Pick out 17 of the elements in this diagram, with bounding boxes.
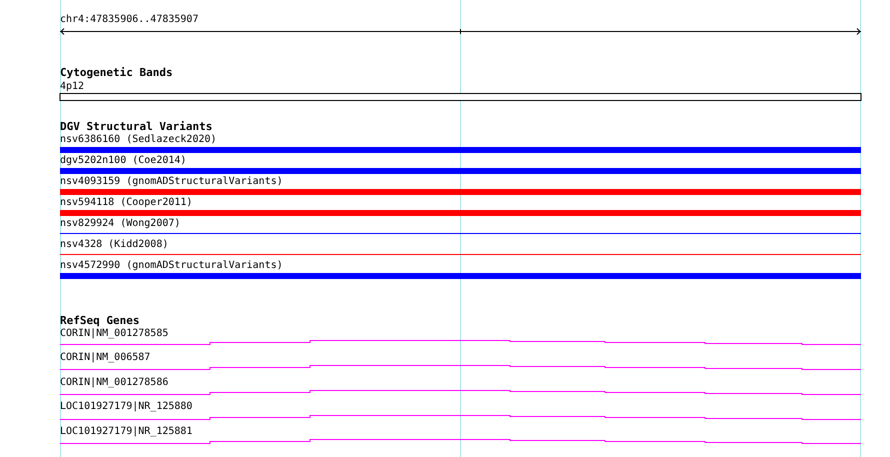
feature-label: nsv4572990 (gnomADStructuralVariants) [60,260,283,272]
feature-label: nsv4328 (Kidd2008) [60,239,168,251]
feature-label: nsv829924 (Wong2007) [60,218,180,230]
gene-label: LOC101927179|NR_125881 [60,426,192,438]
feature-label: nsv4093159 (gnomADStructuralVariants) [60,176,283,188]
gene-label: CORIN|NM_006587 [60,352,150,364]
ruler-label: chr4:47835906..47835907 [60,14,198,26]
track-title: RefSeq Genes [60,315,140,327]
track-title: Cytogenetic Bands [60,67,173,79]
track-title: DGV Structural Variants [60,121,212,133]
band-label: 4p12 [60,81,84,93]
feature-label: dgv5202n100 (Coe2014) [60,155,186,167]
feature-label: nsv6386160 (Sedlazeck2020) [60,134,217,146]
feature-label: nsv594118 (Cooper2011) [60,197,192,209]
gene-label: CORIN|NM_001278586 [60,377,168,389]
gene-label: LOC101927179|NR_125880 [60,401,192,413]
gene-label: CORIN|NM_001278585 [60,328,168,340]
